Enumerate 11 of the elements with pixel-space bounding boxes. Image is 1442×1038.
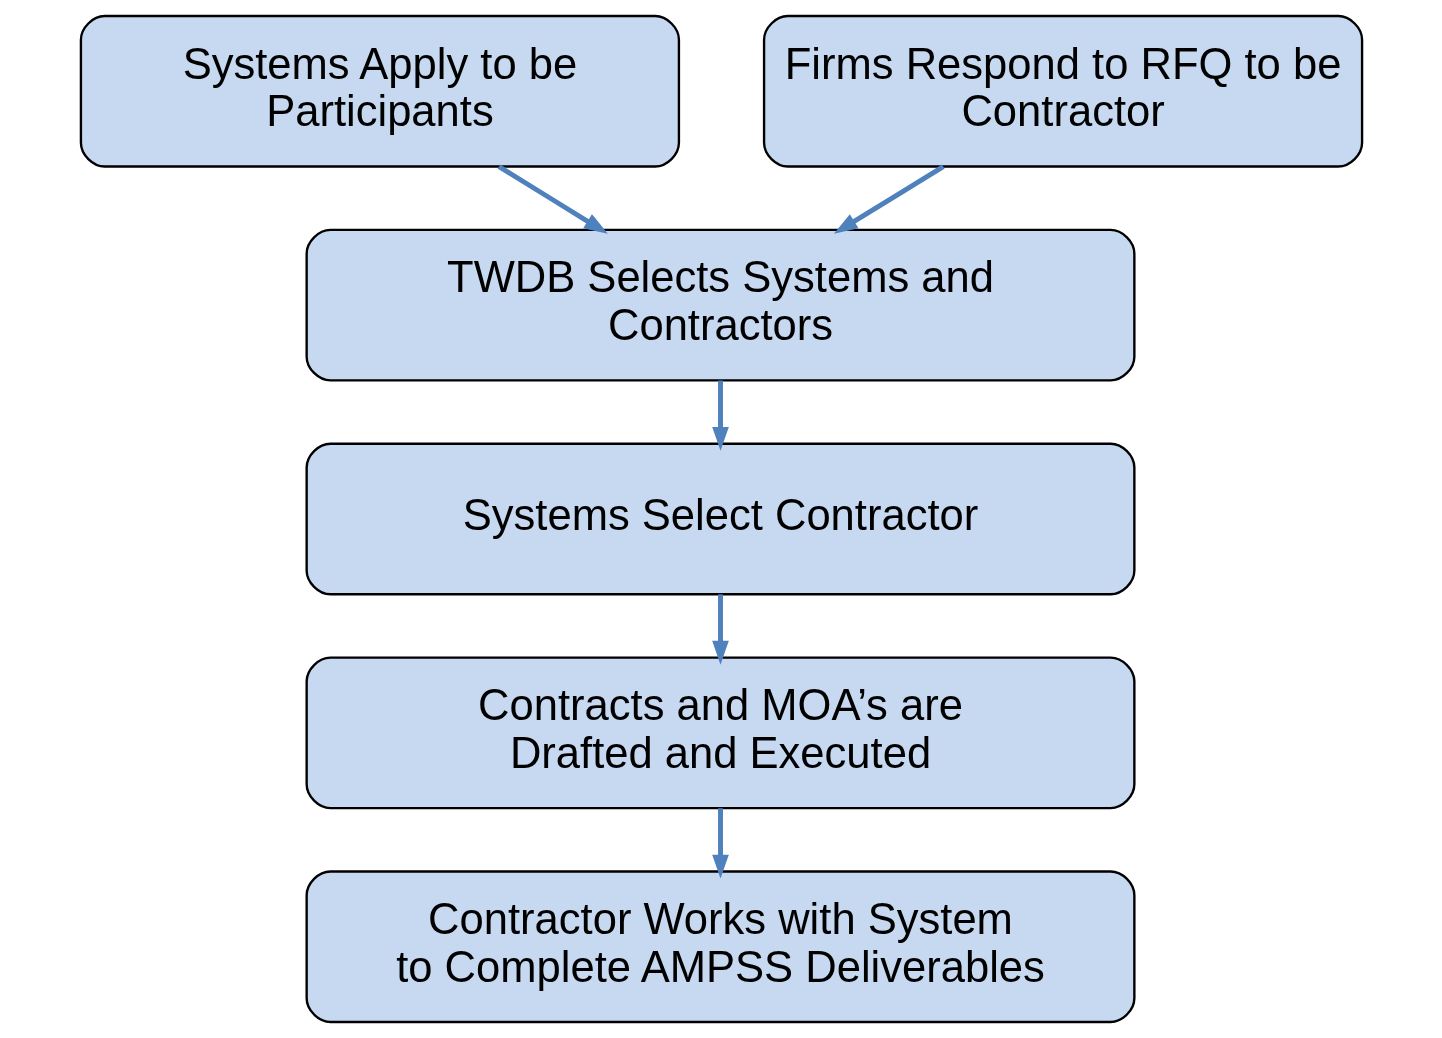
node-box: TWDB Selects Systems and Contractors [304,228,1136,382]
arrow [497,164,608,234]
arrow [833,164,945,234]
arrow [711,380,729,451]
arrow [711,808,729,879]
node-box: Contracts and MOA’s are Drafted and Executed [304,656,1136,810]
node-box: Firms Respond to RFQ to be Contractor [762,14,1363,168]
node-box: Systems Select Contractor [304,442,1136,596]
node-box: Contractor Works with System to Complete AMPSS Deliverables [304,870,1136,1024]
node-box: Systems Apply to be Participants [79,14,680,168]
arrow [711,594,729,665]
